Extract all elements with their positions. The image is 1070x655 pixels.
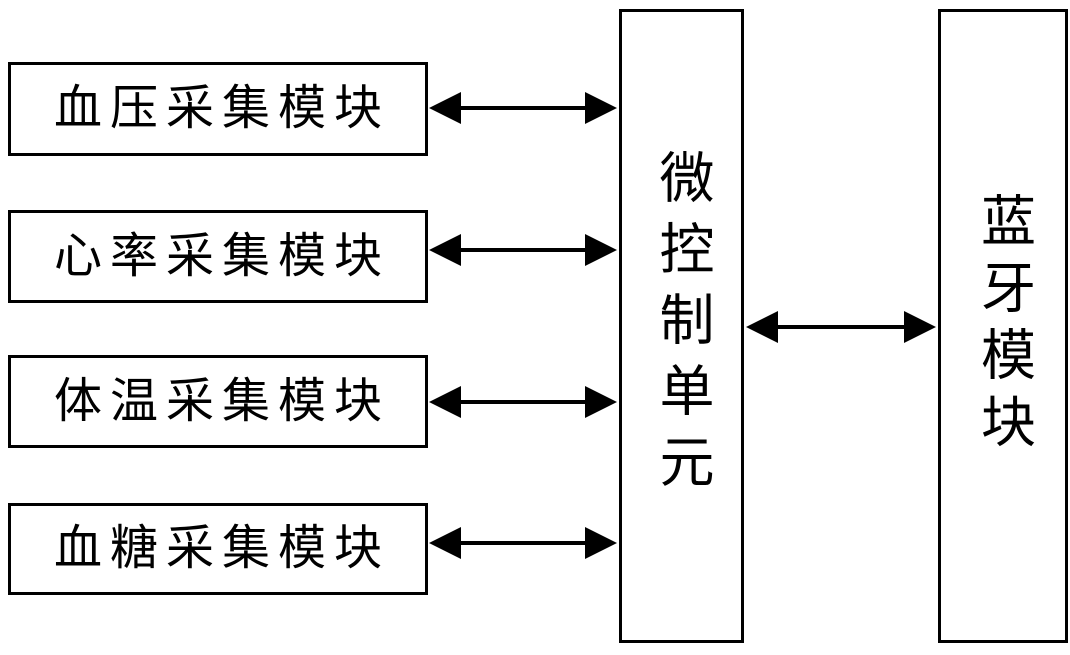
box-glucose-module: 血糖采集模块	[8, 503, 428, 595]
blood-pressure-module-label: 血压采集模块	[53, 82, 390, 135]
box-blood-pressure-module: 血压采集模块	[8, 62, 428, 156]
arrow-temperature-mcu	[429, 386, 617, 418]
box-heart-rate-module: 心率采集模块	[8, 210, 428, 303]
box-bluetooth-module: 蓝牙模块	[938, 9, 1068, 643]
heart-rate-module-label: 心率采集模块	[53, 229, 390, 283]
arrow-glucose-mcu	[429, 527, 617, 559]
box-microcontroller-unit: 微控制单元	[619, 9, 744, 643]
bluetooth-module-label: 蓝牙模块	[972, 192, 1034, 460]
arrow-mcu-bluetooth	[746, 311, 936, 343]
temperature-module-label: 体温采集模块	[53, 374, 390, 428]
box-temperature-module: 体温采集模块	[8, 355, 428, 448]
arrow-heart-rate-mcu	[429, 234, 617, 266]
glucose-module-label: 血糖采集模块	[53, 522, 390, 575]
arrow-blood-pressure-mcu	[429, 92, 617, 124]
microcontroller-unit-label: 微控制单元	[651, 148, 712, 504]
